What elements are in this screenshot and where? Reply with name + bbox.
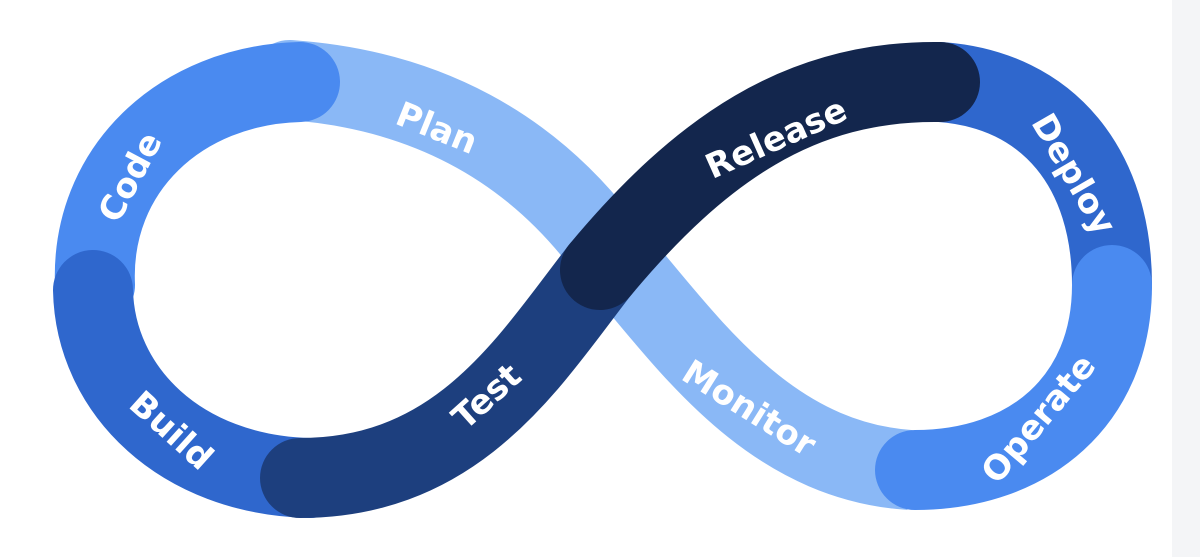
- segment-operate: [875, 245, 1152, 510]
- segment-code: [54, 42, 340, 325]
- segment-release: [560, 41, 980, 310]
- scrollbar-gutter: [1172, 0, 1200, 557]
- segment-deploy: [900, 42, 1152, 325]
- segment-plan: [250, 40, 640, 280]
- segment-test: [260, 230, 640, 518]
